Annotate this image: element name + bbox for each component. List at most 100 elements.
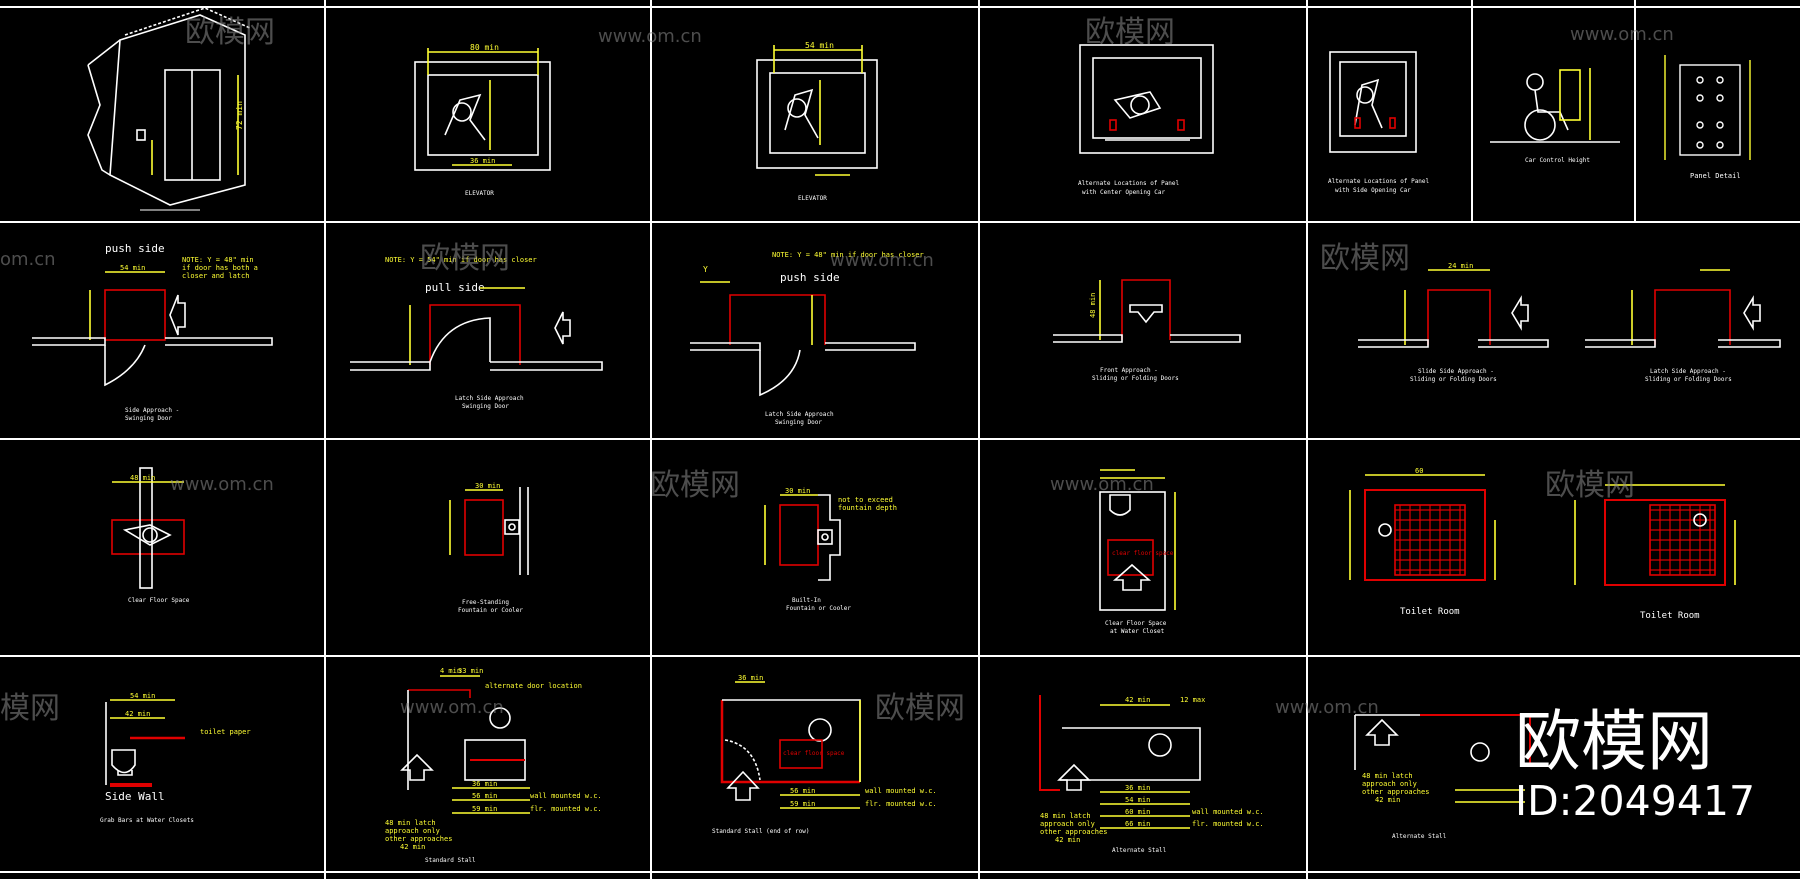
grab-bars-water-closet: 54 min 42 min toilet paper Side Wall Gra…	[100, 692, 251, 824]
dim-36-label: 36 min	[470, 157, 495, 165]
watermark-site: www.om.cn	[830, 250, 934, 271]
push-side-label-2: push side	[780, 271, 840, 284]
svg-text:approach only: approach only	[1040, 820, 1095, 828]
svg-text:Y: Y	[703, 265, 708, 274]
svg-text:60 min: 60 min	[1125, 808, 1150, 816]
svg-text:12 max: 12 max	[1180, 696, 1205, 704]
watermark-site: www.om.cn	[1050, 474, 1154, 495]
watermark-site: www.om.cn	[1275, 697, 1379, 718]
watermark-site: www.om.cn	[1570, 24, 1674, 45]
svg-text:54 min: 54 min	[1125, 796, 1150, 804]
svg-text:alternate door location: alternate door location	[485, 682, 582, 690]
watermark-brand: 欧模网	[185, 15, 275, 50]
dim-54-label: 54 min	[805, 41, 834, 50]
watermark-brand: 欧模网	[1085, 15, 1175, 50]
svg-text:Side Approach -: Side Approach -	[125, 407, 179, 414]
caption: Car Control Height	[1525, 157, 1590, 164]
svg-text:42 min: 42 min	[1125, 696, 1150, 704]
dim-72-label: 72 min	[235, 101, 244, 130]
caption: ELEVATOR	[798, 195, 827, 202]
caption-b: with Side Opening Car	[1335, 187, 1411, 194]
svg-text:flr. mounted w.c.: flr. mounted w.c.	[530, 805, 602, 813]
svg-text:Alternate Stall: Alternate Stall	[1392, 833, 1447, 840]
toilet-room-1: 60 Toilet Room	[1349, 467, 1496, 617]
watermark-layer: 欧模网 www.om.cn 欧模网 www.om.cn om.cn 欧模网 ww…	[0, 15, 1674, 726]
svg-text:Swinging Door: Swinging Door	[125, 415, 172, 422]
svg-text:56 min: 56 min	[790, 787, 815, 795]
watermark-site: om.cn	[0, 249, 56, 270]
svg-text:Swinging Door: Swinging Door	[775, 419, 822, 426]
svg-text:54 min: 54 min	[120, 264, 145, 272]
svg-text:59 min: 59 min	[790, 800, 815, 808]
svg-text:56 min: 56 min	[472, 792, 497, 800]
door-slide-side-sliding: 24 min Slide Side Approach - Sliding or …	[1358, 262, 1549, 383]
door-front-approach-sliding: 48 min Front Approach - Sliding or Foldi…	[1053, 279, 1241, 382]
svg-text:Clear Floor Space: Clear Floor Space	[128, 597, 190, 604]
alternate-stall-2: 48 min latch approach only other approac…	[1354, 714, 1531, 840]
svg-text:Clear Floor Space: Clear Floor Space	[1105, 620, 1167, 627]
svg-text:Sliding or Folding Doors: Sliding or Folding Doors	[1410, 376, 1497, 383]
pull-side-label: pull side	[425, 281, 485, 294]
svg-text:30 min: 30 min	[475, 482, 500, 490]
big-id-text: ID:2049417	[1515, 777, 1755, 825]
watermark-site: www.om.cn	[400, 697, 504, 718]
door-latch-side-pull: NOTE: Y = 54" min if door has closer pul…	[350, 256, 603, 410]
svg-text:wall mounted w.c.: wall mounted w.c.	[865, 787, 937, 795]
caption-a: Alternate Locations of Panel	[1078, 180, 1180, 187]
clear-floor-water-closet: clear floor space Clear Floor Space at W…	[1099, 469, 1176, 635]
svg-text:approach only: approach only	[1362, 780, 1417, 788]
svg-text:36 min: 36 min	[1125, 784, 1150, 792]
svg-text:Front Approach -: Front Approach -	[1100, 367, 1158, 374]
svg-text:42 min: 42 min	[125, 710, 150, 718]
watermark-brand: 欧模网	[875, 691, 965, 726]
svg-text:Latch Side Approach: Latch Side Approach	[455, 395, 524, 402]
svg-text:33 min: 33 min	[458, 667, 483, 675]
svg-text:approach only: approach only	[385, 827, 440, 835]
svg-text:Slide Side Approach -: Slide Side Approach -	[1418, 368, 1494, 375]
svg-text:54 min: 54 min	[130, 692, 155, 700]
big-logo-text: 欧模网	[1515, 703, 1713, 780]
watermark-logo: 欧模网 ID:2049417	[1515, 703, 1755, 825]
svg-text:Alternate Stall: Alternate Stall	[1112, 847, 1167, 854]
svg-text:48 min: 48 min	[1089, 293, 1097, 318]
svg-text:48 min: 48 min	[130, 474, 155, 482]
svg-text:Fountain or Cooler: Fountain or Cooler	[458, 607, 523, 614]
caption-b: with Center Opening Car	[1082, 189, 1165, 196]
svg-text:Swinging Door: Swinging Door	[462, 403, 509, 410]
svg-text:Standard Stall (end of row): Standard Stall (end of row)	[712, 828, 810, 835]
svg-text:at Water Closet: at Water Closet	[1110, 628, 1165, 635]
svg-text:24 min: 24 min	[1448, 262, 1473, 270]
push-side-label: push side	[105, 242, 165, 255]
watermark-brand: 模网	[0, 691, 60, 726]
svg-text:Toilet Room: Toilet Room	[1400, 607, 1460, 617]
watermark-site: www.om.cn	[598, 26, 702, 47]
svg-text:other approaches: other approaches	[1040, 828, 1107, 836]
alternate-stall-1: 42 min 12 max 36 min 54 min 60 min wall …	[1039, 695, 1264, 854]
caption: Panel Detail	[1690, 172, 1741, 180]
svg-text:36 min: 36 min	[472, 780, 497, 788]
elevator-plan-1: 80 min 36 min ELEVATOR	[414, 43, 551, 197]
clear-floor-space: 48 min Clear Floor Space	[111, 467, 190, 604]
svg-text:Sliding or Folding Doors: Sliding or Folding Doors	[1092, 375, 1179, 382]
panel-detail: Panel Detail	[1664, 55, 1751, 180]
svg-text:48 min latch: 48 min latch	[385, 819, 436, 827]
svg-text:if door has both a: if door has both a	[182, 264, 258, 272]
elevator-panel-center: Alternate Locations of Panel with Center…	[1078, 44, 1214, 196]
caption: ELEVATOR	[465, 190, 494, 197]
toilet-room-2: Toilet Room	[1574, 484, 1736, 621]
door-latch-side-push: NOTE: Y = 48" min if door has closer Y p…	[690, 251, 924, 426]
car-control-height: Car Control Height	[1490, 68, 1620, 164]
svg-text:clear floor space: clear floor space	[783, 750, 845, 757]
svg-text:Latch Side Approach: Latch Side Approach	[765, 411, 834, 418]
dim-80-label: 80 min	[470, 43, 499, 52]
svg-text:wall mounted w.c.: wall mounted w.c.	[1192, 808, 1264, 816]
door-latch-side-sliding: Latch Side Approach - Sliding or Folding…	[1585, 269, 1781, 383]
svg-text:flr. mounted w.c.: flr. mounted w.c.	[1192, 820, 1264, 828]
svg-text:30 min: 30 min	[785, 487, 810, 495]
svg-text:Sliding or Folding Doors: Sliding or Folding Doors	[1645, 376, 1732, 383]
svg-text:closer and latch: closer and latch	[182, 272, 249, 280]
elevator-entrance-isometric: 72 min	[87, 7, 251, 211]
standard-stall-end: clear floor space 36 min 56 min wall mou…	[712, 674, 937, 835]
free-standing-fountain: 30 min Free-Standing Fountain or Cooler	[449, 482, 529, 614]
watermark-brand: 欧模网	[1320, 241, 1410, 276]
